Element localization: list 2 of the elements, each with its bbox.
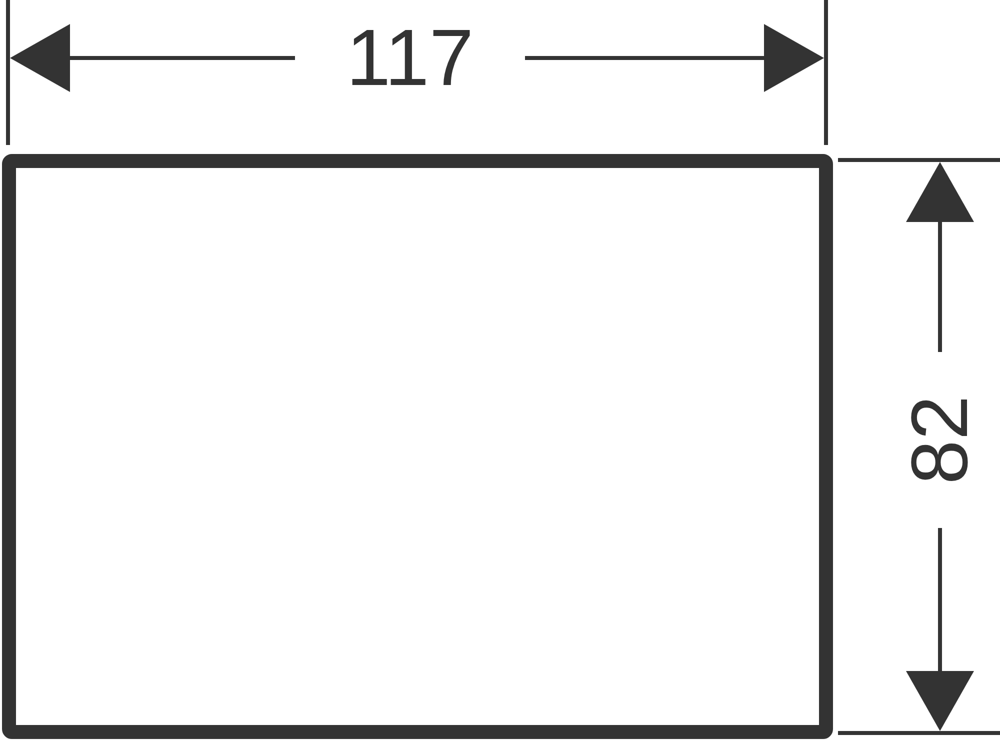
dimension-label: 117	[345, 14, 475, 102]
dimension-label: 82	[896, 394, 984, 486]
